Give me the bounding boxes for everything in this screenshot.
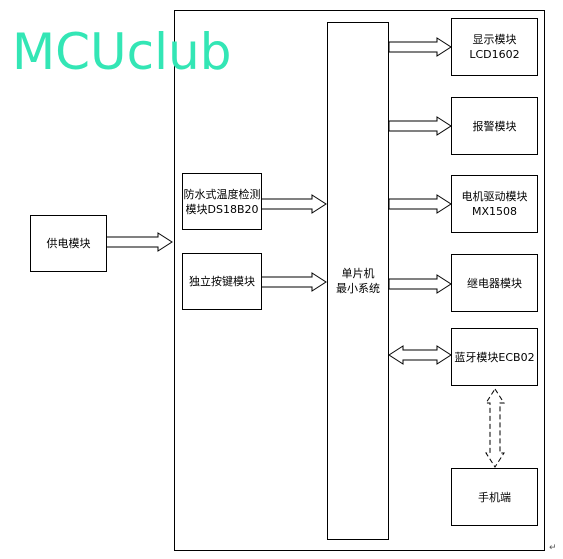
bluetooth-module: 蓝牙模块ECB02 (451, 328, 538, 386)
power-module: 供电模块 (30, 215, 107, 272)
arrow-lcd (388, 37, 452, 57)
alarm-module: 报警模块 (451, 97, 538, 155)
arrow-bt (388, 345, 452, 365)
watermark-logo: MCUclub (12, 23, 232, 81)
arrow-alarm (388, 116, 452, 136)
relay-module: 继电器模块 (451, 254, 538, 312)
power-module-label: 供电模块 (46, 237, 91, 250)
mcu-system: 单片机 最小系统 (327, 22, 389, 540)
temperature-module-label-1: 防水式温度检测 (183, 187, 261, 201)
phone-terminal: 手机端 (451, 468, 538, 526)
system-frame (174, 10, 545, 551)
temperature-module-label-2: 模块DS18B20 (185, 202, 259, 216)
motor-module-label-2: MX1508 (471, 205, 518, 218)
motor-module: 电机驱动模块 MX1508 (451, 175, 538, 233)
lcd-module: 显示模块LCD1602 (451, 18, 538, 76)
relay-module-label: 继电器模块 (467, 276, 522, 290)
alarm-module-label: 报警模块 (472, 119, 517, 133)
arrow-motor (388, 194, 452, 214)
mcu-system-label-2: 最小系统 (336, 282, 380, 295)
arrow-power (105, 232, 173, 252)
phone-terminal-label: 手机端 (478, 490, 511, 504)
arrow-phone (485, 388, 505, 468)
keys-module: 独立按键模块 (182, 253, 262, 310)
bluetooth-module-label: 蓝牙模块ECB02 (454, 350, 535, 364)
keys-module-label: 独立按键模块 (189, 275, 255, 288)
motor-module-label-1: 电机驱动模块 (461, 190, 528, 203)
return-mark-icon: ↵ (549, 543, 557, 553)
mcu-system-label-1: 单片机 (341, 267, 375, 280)
lcd-module-label: 显示模块LCD1602 (469, 33, 520, 61)
arrow-temp (260, 194, 327, 214)
temperature-module: 防水式温度检测 模块DS18B20 (182, 173, 262, 230)
arrow-keys (260, 272, 327, 292)
arrow-relay (388, 274, 452, 294)
